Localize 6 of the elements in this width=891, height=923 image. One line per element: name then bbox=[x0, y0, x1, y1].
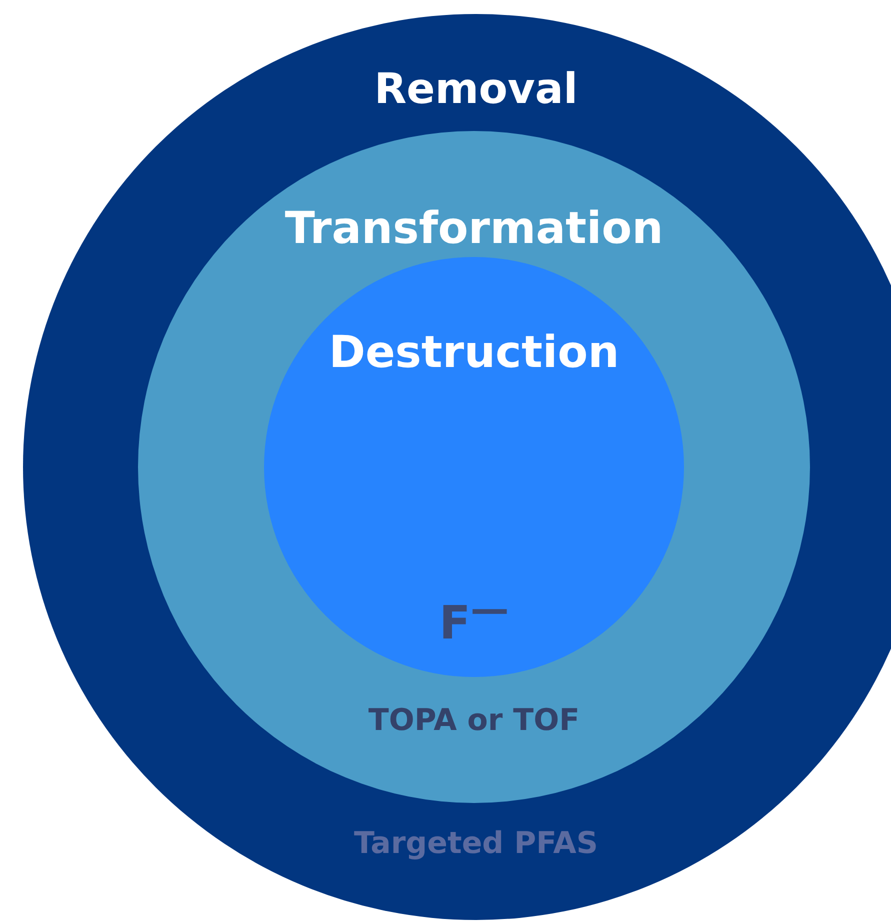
ring-title: Removal bbox=[374, 64, 578, 113]
ring-label: Targeted PFAS bbox=[354, 826, 598, 861]
ring-title: Destruction bbox=[328, 327, 620, 378]
ring-label: TOPA or TOF bbox=[368, 703, 580, 738]
ring-title: Transformation bbox=[284, 203, 664, 254]
ring-label: F$^{—}$ bbox=[439, 587, 509, 650]
